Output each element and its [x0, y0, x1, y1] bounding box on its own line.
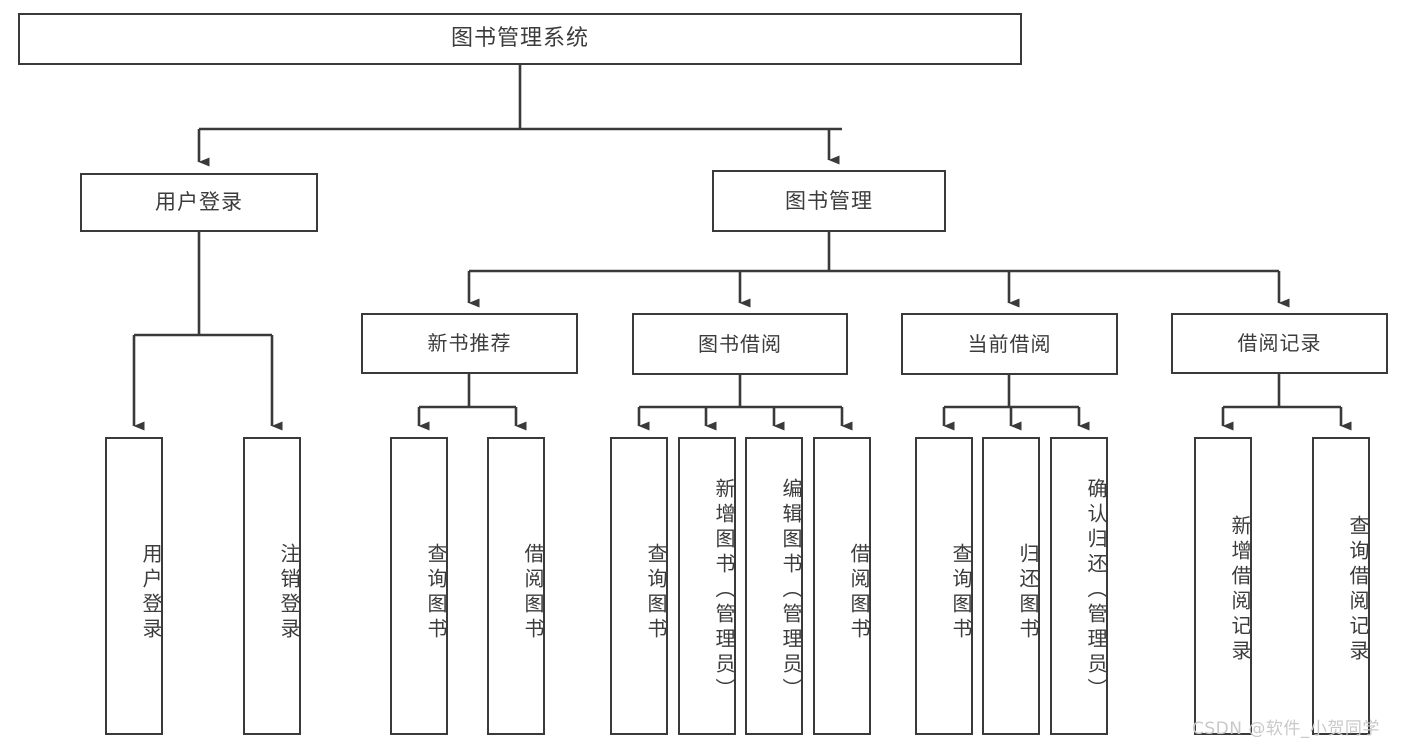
csdn-watermark: CSDN @软件_小贺同学 [1192, 719, 1380, 739]
node-label: 新增借阅记录 [1228, 515, 1252, 665]
node-book-management[interactable]: 图书管理 [712, 170, 946, 232]
node-label: 注销登录 [277, 543, 301, 643]
node-label: 图书借阅 [698, 331, 782, 356]
leaf-book-borrow-query-book[interactable]: 查询图书 [610, 437, 668, 735]
node-label: 查询借阅记录 [1346, 515, 1370, 665]
node-label: 用户登录 [155, 190, 243, 215]
node-label: 归还图书 [1016, 543, 1040, 643]
node-new-book-recommend[interactable]: 新书推荐 [361, 313, 578, 374]
leaf-new-book-query-book[interactable]: 查询图书 [390, 437, 448, 735]
node-root-book-management-system[interactable]: 图书管理系统 [18, 13, 1022, 65]
node-label: 确认归还（管理员） [1084, 477, 1108, 703]
leaf-book-borrow-borrow-book[interactable]: 借阅图书 [813, 437, 871, 735]
node-label: 查询图书 [644, 543, 668, 643]
node-label: 图书管理 [785, 188, 873, 213]
node-label: 新增图书（管理员） [712, 477, 736, 703]
node-label: 编辑图书（管理员） [779, 477, 803, 703]
node-label: 用户登录 [139, 543, 163, 643]
node-user-login[interactable]: 用户登录 [80, 173, 318, 232]
leaf-current-borrow-confirm-return-admin[interactable]: 确认归还（管理员） [1050, 437, 1108, 735]
leaf-current-borrow-return-book[interactable]: 归还图书 [982, 437, 1040, 735]
leaf-user-login-login[interactable]: 用户登录 [105, 437, 163, 735]
node-label: 当前借阅 [967, 331, 1052, 356]
node-label: 查询图书 [424, 543, 448, 643]
leaf-book-borrow-add-book-admin[interactable]: 新增图书（管理员） [678, 437, 736, 735]
node-label: 借阅图书 [847, 543, 871, 643]
leaf-user-login-logout[interactable]: 注销登录 [243, 437, 301, 735]
node-label: 借阅记录 [1237, 331, 1322, 355]
leaf-book-borrow-edit-book-admin[interactable]: 编辑图书（管理员） [745, 437, 803, 735]
node-label: 图书管理系统 [450, 26, 589, 52]
node-current-borrow[interactable]: 当前借阅 [901, 313, 1118, 375]
node-label: 借阅图书 [521, 543, 545, 643]
node-book-borrow[interactable]: 图书借阅 [632, 313, 848, 375]
leaf-borrow-record-query-record[interactable]: 查询借阅记录 [1312, 437, 1370, 735]
node-label: 新书推荐 [427, 331, 512, 355]
node-borrow-record[interactable]: 借阅记录 [1171, 313, 1388, 374]
node-label: 查询图书 [949, 543, 973, 643]
leaf-borrow-record-add-record[interactable]: 新增借阅记录 [1194, 437, 1252, 735]
leaf-new-book-borrow-book[interactable]: 借阅图书 [487, 437, 545, 735]
leaf-current-borrow-query-book[interactable]: 查询图书 [915, 437, 973, 735]
